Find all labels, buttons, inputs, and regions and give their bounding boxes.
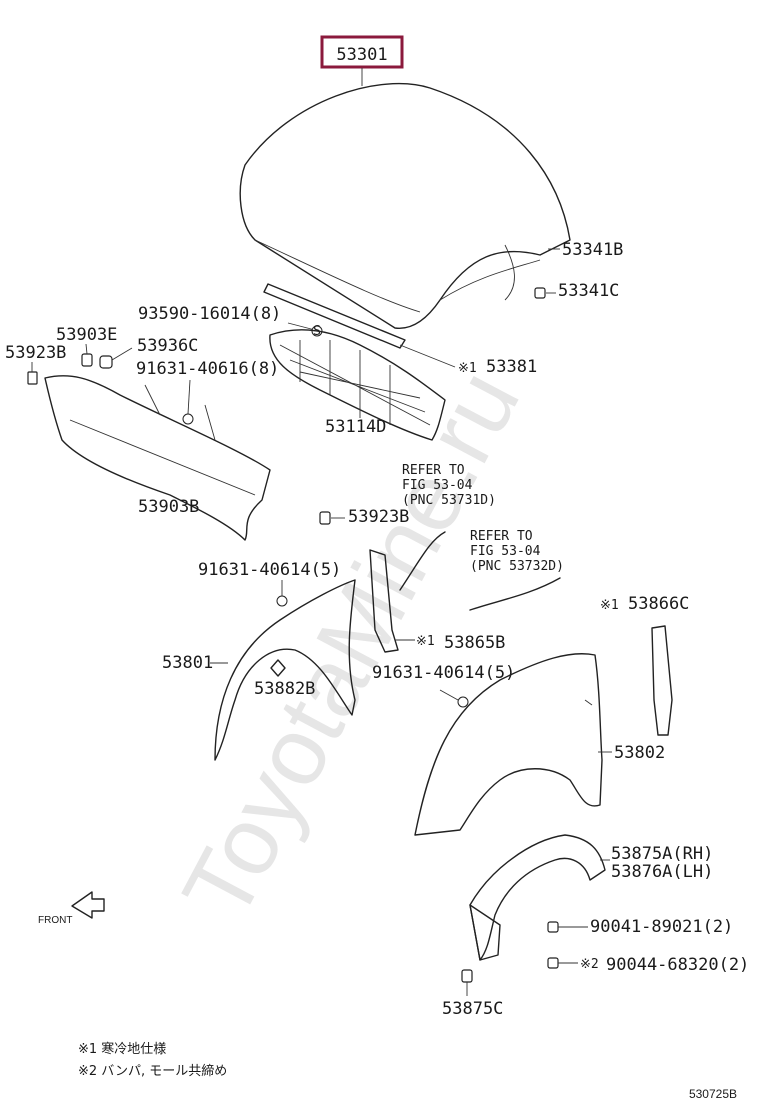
label-53903B[interactable]: 53903B — [138, 497, 199, 517]
highlight-box-53301 — [320, 35, 404, 69]
label-53801[interactable]: 53801 — [162, 653, 213, 673]
note-mark-53865B: ※1 — [416, 634, 435, 649]
label-53923B-right[interactable]: 53923B — [348, 507, 409, 527]
label-90044-68320[interactable]: 90044-68320(2) — [606, 955, 749, 975]
screw-b-mark-2 — [276, 595, 288, 607]
note-mark-90044: ※2 — [580, 957, 599, 972]
figure-code: 530725B — [689, 1087, 737, 1101]
footnote-2: ※2 バンパ, モール共締め — [78, 1063, 227, 1079]
label-53301[interactable]: 53301 — [336, 45, 387, 65]
refer2-line3: (PNC 53732D) — [470, 559, 564, 574]
label-91631-40614-a[interactable]: 91631-40614(5) — [198, 560, 341, 580]
label-53802[interactable]: 53802 — [614, 743, 665, 763]
screw-b-mark-1 — [182, 413, 194, 425]
fender-liner-53875A[interactable] — [469, 834, 606, 961]
label-53882B[interactable]: 53882B — [254, 679, 315, 699]
seal-53732D[interactable] — [469, 577, 561, 611]
refer1-line2: FIG 53-04 — [402, 478, 473, 493]
label-53876A[interactable]: 53876A(LH) — [611, 862, 713, 882]
screw-90044-68320[interactable] — [547, 957, 559, 969]
cushion-53923B-left[interactable] — [27, 371, 38, 385]
seal-53865B[interactable] — [369, 549, 399, 653]
seal-53381[interactable] — [263, 283, 406, 349]
label-53866C[interactable]: 53866C — [628, 594, 689, 614]
label-53923B-left[interactable]: 53923B — [5, 343, 66, 363]
clip-53882B[interactable] — [270, 659, 286, 677]
note-mark-53866C: ※1 — [600, 598, 619, 613]
hood-part-53301[interactable] — [239, 82, 571, 329]
label-91631-40616[interactable]: 91631-40616(8) — [136, 359, 279, 379]
fender-liner-53801[interactable] — [214, 579, 356, 761]
refer1-line1: REFER TO — [402, 463, 465, 478]
refer1-line3: (PNC 53731D) — [402, 493, 496, 508]
refer2-line2: FIG 53-04 — [470, 544, 541, 559]
label-53936C[interactable]: 53936C — [137, 336, 198, 356]
label-53341C[interactable]: 53341C — [558, 281, 619, 301]
clip-53875C[interactable] — [461, 969, 473, 983]
label-53114D[interactable]: 53114D — [325, 417, 386, 437]
seal-53866C[interactable] — [651, 625, 673, 736]
bumper-53903E[interactable] — [81, 353, 93, 367]
label-53341B[interactable]: 53341B — [562, 240, 623, 260]
grille-53114D[interactable] — [269, 329, 446, 441]
front-label: FRONT — [38, 915, 72, 926]
label-53865B[interactable]: 53865B — [444, 633, 505, 653]
screw-90041-89021[interactable] — [547, 921, 559, 933]
label-53875C[interactable]: 53875C — [442, 999, 503, 1019]
label-53381[interactable]: 53381 — [486, 357, 537, 377]
front-fender-53802[interactable] — [414, 653, 603, 836]
clip-53341C[interactable] — [534, 287, 546, 299]
seal-53731D[interactable] — [399, 531, 446, 591]
note-mark-53381: ※1 — [458, 361, 477, 376]
radiator-support-53903B[interactable] — [44, 375, 271, 541]
cushion-53923B-right[interactable] — [319, 511, 331, 525]
front-direction-arrow — [71, 891, 105, 919]
screw-b-mark-3 — [457, 696, 469, 708]
clip-53936C[interactable] — [99, 355, 113, 369]
refer2-line1: REFER TO — [470, 529, 533, 544]
label-53903E[interactable]: 53903E — [56, 325, 117, 345]
footnote-1: ※1 寒冷地仕様 — [78, 1041, 166, 1057]
label-91631-40614-b[interactable]: 91631-40614(5) — [372, 663, 515, 683]
label-90041-89021[interactable]: 90041-89021(2) — [590, 917, 733, 937]
label-53875A[interactable]: 53875A(RH) — [611, 844, 713, 864]
label-93590-16014[interactable]: 93590-16014(8) — [138, 304, 281, 324]
